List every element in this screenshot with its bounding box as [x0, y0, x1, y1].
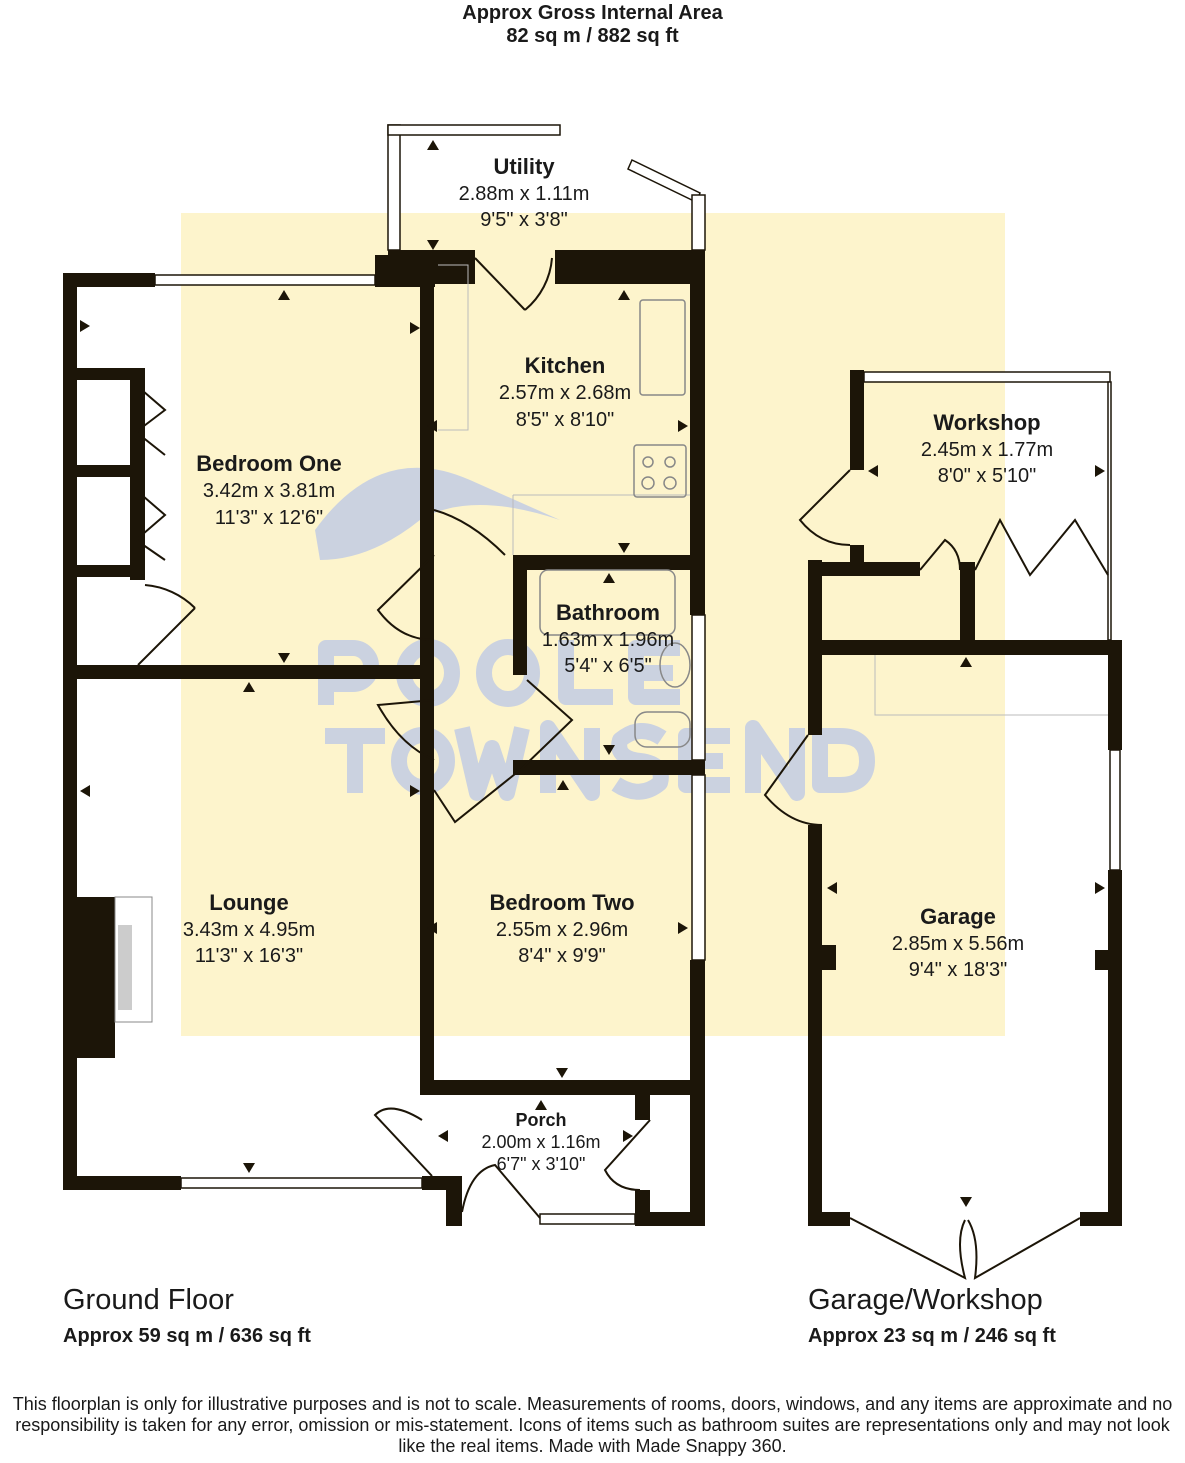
room-garage: Garage 2.85m x 5.56m 9'4" x 18'3"	[892, 904, 1024, 981]
disclaimer: This floorplan is only for illustrative …	[12, 1394, 1173, 1456]
room-name: Lounge	[209, 890, 288, 915]
room-metric: 2.57m x 2.68m	[499, 382, 631, 404]
room-imperial: 8'4" x 9'9"	[518, 945, 605, 967]
header-area: 82 sq m / 882 sq ft	[506, 25, 679, 47]
gross-area-header: Approx Gross Internal Area 82 sq m / 882…	[0, 2, 1185, 48]
room-imperial: 9'4" x 18'3"	[909, 959, 1008, 981]
room-metric: 2.00m x 1.16m	[481, 1132, 600, 1152]
room-imperial: 5'4" x 6'5"	[564, 655, 651, 677]
room-imperial: 8'5" x 8'10"	[516, 409, 615, 431]
room-name: Bedroom Two	[489, 890, 634, 915]
room-name: Bathroom	[556, 600, 660, 625]
room-metric: 2.88m x 1.11m	[459, 183, 590, 205]
doors	[134, 257, 1109, 1280]
walls	[63, 250, 1122, 1226]
room-workshop: Workshop 2.45m x 1.77m 8'0" x 5'10"	[921, 410, 1053, 487]
basin-icon	[659, 642, 691, 688]
room-imperial: 9'5" x 3'8"	[480, 209, 567, 231]
room-name: Porch	[515, 1110, 566, 1130]
floor-garage-workshop: Garage/Workshop Approx 23 sq m / 246 sq …	[808, 1284, 1056, 1348]
room-bedroom-one: Bedroom One 3.42m x 3.81m 11'3" x 12'6"	[196, 451, 341, 529]
floor-name: Ground Floor	[63, 1284, 234, 1316]
room-bedroom-two: Bedroom Two 2.55m x 2.96m 8'4" x 9'9"	[489, 890, 634, 967]
direction-markers	[80, 140, 1105, 1207]
room-lounge: Lounge 3.43m x 4.95m 11'3" x 16'3"	[183, 890, 315, 967]
room-name: Bedroom One	[196, 451, 341, 476]
room-imperial: 11'3" x 16'3"	[195, 945, 303, 967]
room-imperial: 11'3" x 12'6"	[215, 507, 323, 529]
room-metric: 1.63m x 1.96m	[542, 629, 674, 651]
highlight-area	[181, 213, 1005, 1036]
floor-name: Garage/Workshop	[808, 1284, 1043, 1316]
fixtures	[539, 299, 691, 748]
toilet-icon	[634, 711, 691, 748]
room-kitchen: Kitchen 2.57m x 2.68m 8'5" x 8'10"	[499, 353, 631, 431]
floor-area: Approx 23 sq m / 246 sq ft	[808, 1325, 1056, 1347]
room-imperial: 8'0" x 5'10"	[938, 465, 1037, 487]
fireplace-insert	[118, 925, 132, 1010]
header-title: Approx Gross Internal Area	[462, 2, 723, 24]
room-name: Workshop	[933, 410, 1040, 435]
room-metric: 3.43m x 4.95m	[183, 919, 315, 941]
room-metric: 2.85m x 5.56m	[892, 933, 1024, 955]
room-bathroom: Bathroom 1.63m x 1.96m 5'4" x 6'5"	[542, 600, 674, 677]
room-name: Garage	[920, 904, 996, 929]
hob-icon	[633, 444, 687, 498]
room-porch: Porch 2.00m x 1.16m 6'7" x 3'10"	[481, 1110, 600, 1174]
floor-ground: Ground Floor Approx 59 sq m / 636 sq ft	[63, 1284, 311, 1348]
room-name: Utility	[493, 154, 555, 179]
watermark-logo	[315, 467, 875, 801]
room-metric: 2.55m x 2.96m	[496, 919, 628, 941]
room-labels: Utility 2.88m x 1.11m 9'5" x 3'8" Kitche…	[183, 154, 1053, 1174]
windows	[154, 124, 1121, 1225]
room-metric: 2.45m x 1.77m	[921, 439, 1053, 461]
bath-icon	[539, 569, 676, 636]
sink-icon	[639, 299, 686, 396]
floor-area: Approx 59 sq m / 636 sq ft	[63, 1325, 311, 1347]
room-name: Kitchen	[525, 353, 606, 378]
room-metric: 3.42m x 3.81m	[203, 480, 335, 502]
room-imperial: 6'7" x 3'10"	[497, 1154, 586, 1174]
room-utility: Utility 2.88m x 1.11m 9'5" x 3'8"	[459, 154, 590, 231]
